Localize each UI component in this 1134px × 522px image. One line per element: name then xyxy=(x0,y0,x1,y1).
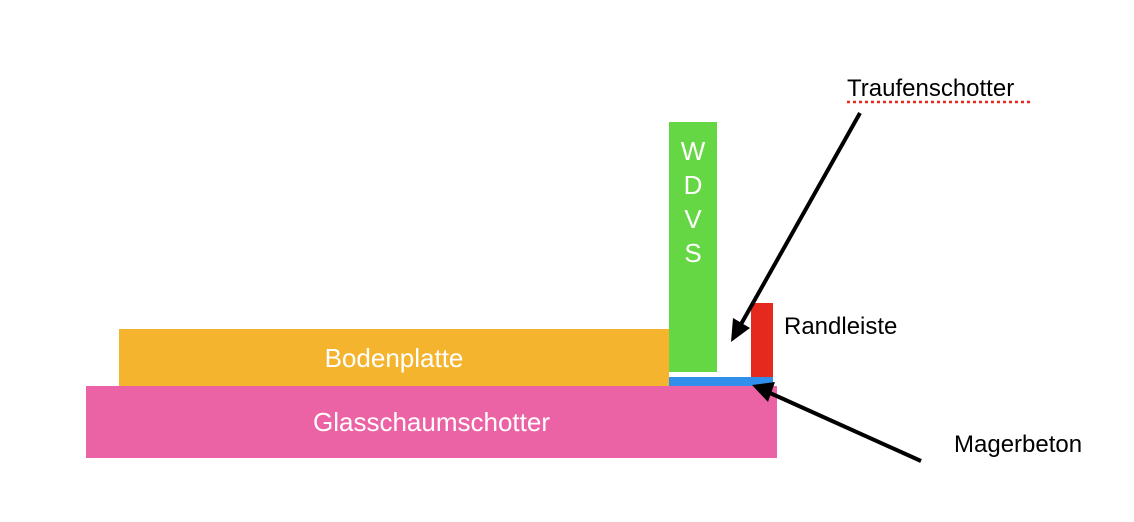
wdvs-vertical-label: W D V S xyxy=(681,134,706,270)
wdvs-letter: D xyxy=(683,170,703,200)
traufenschotter-label: Traufenschotter xyxy=(847,75,1015,102)
randleiste-strip xyxy=(751,303,773,377)
glasschaumschotter-layer: Glasschaumschotter xyxy=(86,386,777,458)
magerbeton-layer xyxy=(669,377,773,386)
wdvs-letter: S xyxy=(684,238,702,268)
wdvs-layer: W D V S xyxy=(669,122,717,372)
wdvs-letter: W xyxy=(680,136,706,166)
magerbeton-arrow xyxy=(752,382,922,463)
spellcheck-underline xyxy=(847,100,1033,104)
glasschaumschotter-label: Glasschaumschotter xyxy=(313,407,550,437)
bodenplatte-layer: Bodenplatte xyxy=(119,329,669,386)
wdvs-letter: V xyxy=(684,204,702,234)
traufenschotter-arrow xyxy=(731,112,862,342)
bodenplatte-label: Bodenplatte xyxy=(324,342,464,373)
magerbeton-label: Magerbeton xyxy=(954,431,1083,458)
randleiste-label: Randleiste xyxy=(784,313,898,340)
